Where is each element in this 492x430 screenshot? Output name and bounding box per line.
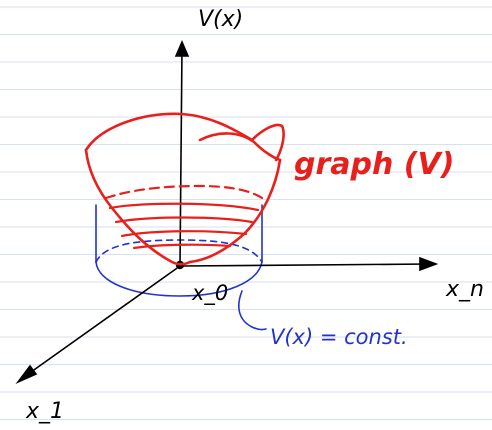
x1-axis-line bbox=[23, 265, 181, 378]
level-set-label: V(x) = const. bbox=[270, 325, 408, 349]
contour-3 bbox=[120, 230, 248, 238]
x1-axis-label: x_1 bbox=[25, 399, 64, 424]
bowl-top-rim bbox=[84, 112, 254, 152]
xn-axis-arrowhead bbox=[419, 256, 439, 272]
bowl-right-top bbox=[250, 123, 285, 162]
origin-label: x_0 bbox=[191, 281, 228, 306]
xn-axis-line bbox=[179, 263, 431, 267]
axes bbox=[15, 39, 439, 384]
v-axis-line bbox=[179, 47, 183, 267]
contour-2 bbox=[114, 216, 254, 224]
contour-dashed bbox=[104, 184, 264, 200]
cylinder-front-rim bbox=[95, 261, 263, 297]
cylinder-back-rim bbox=[95, 239, 263, 263]
v-axis-arrowhead bbox=[174, 39, 190, 57]
x1-axis-arrowhead bbox=[15, 364, 38, 384]
contour-1 bbox=[108, 202, 260, 212]
ruled-lines bbox=[0, 6, 492, 420]
level-set-connector bbox=[238, 290, 267, 331]
contour-4 bbox=[132, 243, 232, 250]
bowl-right-side bbox=[188, 158, 282, 264]
v-axis-label: V(x) bbox=[198, 7, 243, 32]
bowl-fold bbox=[198, 132, 282, 162]
xn-axis-label: x_n bbox=[445, 277, 484, 302]
graph-surface bbox=[84, 112, 285, 266]
graph-label: graph (V) bbox=[294, 147, 454, 182]
level-set-cylinder bbox=[95, 204, 267, 331]
